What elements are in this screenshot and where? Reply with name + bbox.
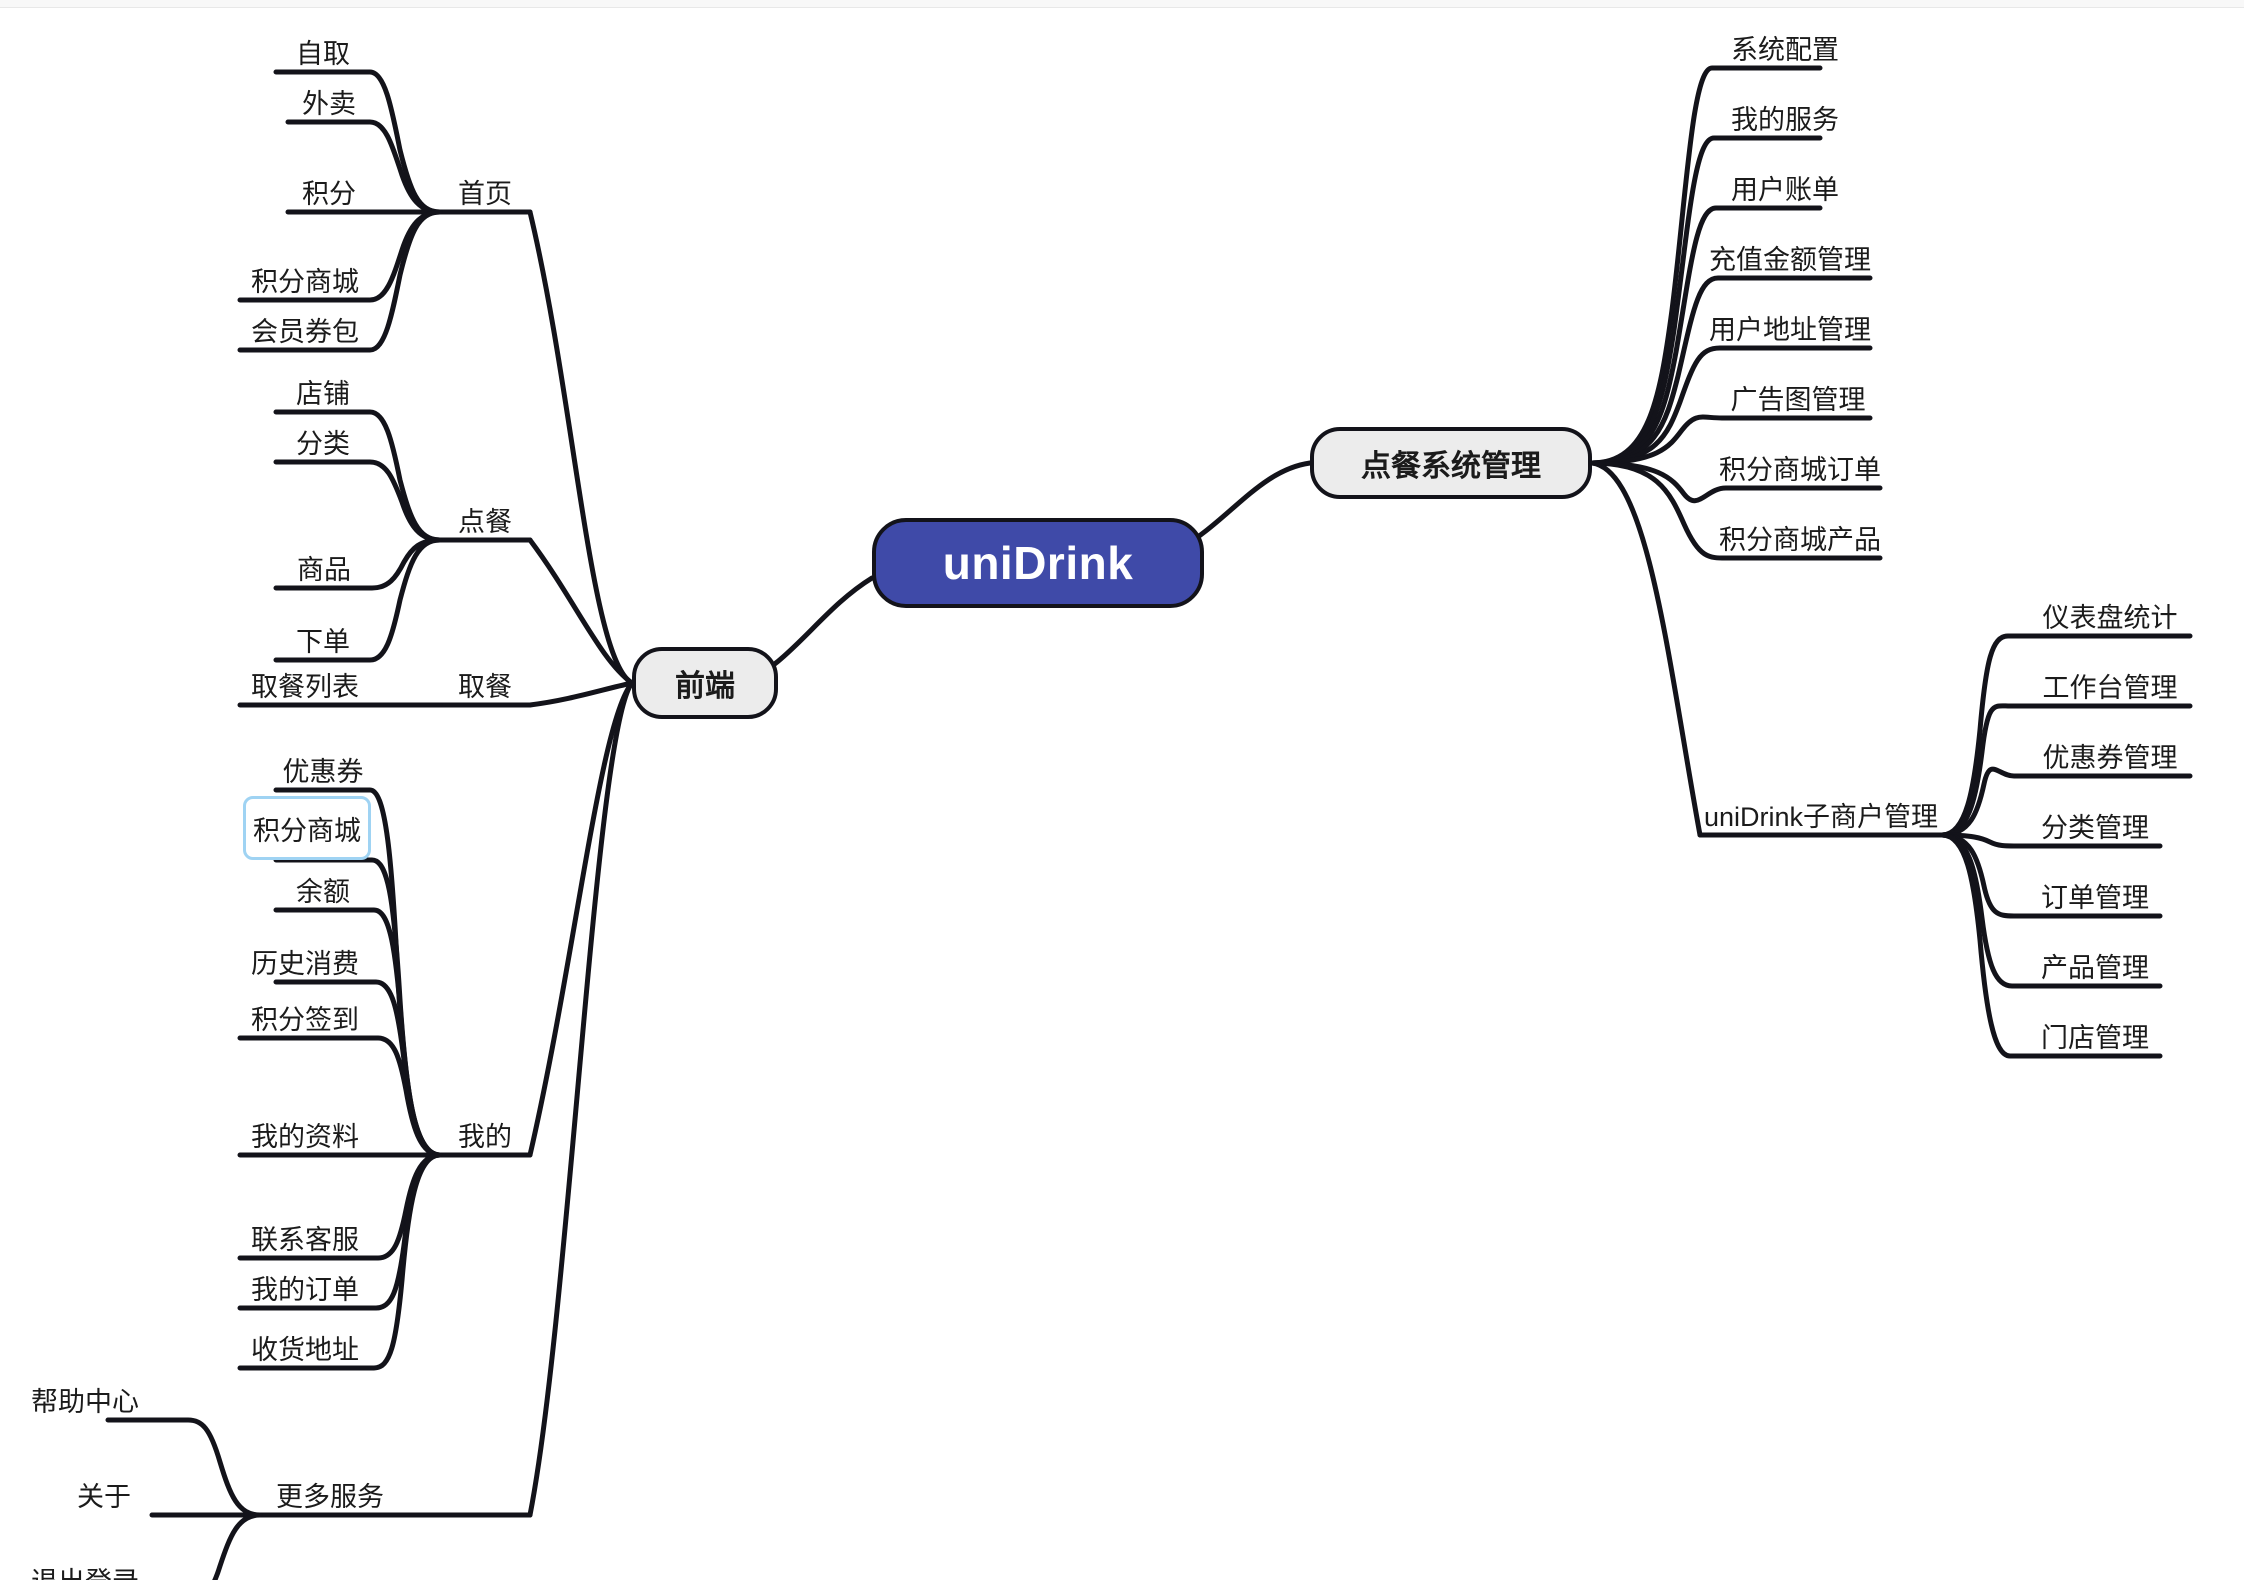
leaf-sub-2[interactable]: 优惠券管理 [2030, 734, 2190, 776]
leaf-order-1-label: 分类 [296, 428, 350, 459]
leaf-mine-0-label: 优惠券 [282, 756, 364, 787]
leaf-order-0[interactable]: 店铺 [276, 370, 370, 412]
leaf-home-3[interactable]: 积分商城 [240, 258, 370, 300]
leaf-pickup-0-label: 取餐列表 [251, 671, 359, 702]
group-label-pickup[interactable]: 取餐 [440, 663, 530, 705]
leaf-sub-0-label: 仪表盘统计 [2042, 602, 2178, 633]
leaf-sub-3-label: 分类管理 [2041, 812, 2149, 843]
leaf-mine-6[interactable]: 联系客服 [240, 1216, 370, 1258]
leaf-mine-4[interactable]: 积分签到 [240, 996, 370, 1038]
leaf-sub-1-label: 工作台管理 [2042, 672, 2178, 703]
leaf-mine-4-label: 积分签到 [251, 1004, 359, 1035]
leaf-sub-4-label: 订单管理 [2041, 882, 2149, 913]
group-label-mine-text: 我的 [458, 1121, 512, 1152]
leaf-home-2-label: 积分 [302, 178, 356, 209]
leaf-more-2-label: 退出登录 [31, 1560, 139, 1580]
leaf-mine-5-label: 我的资料 [251, 1121, 359, 1152]
leaf-admin-7[interactable]: 积分商城产品 [1719, 516, 1881, 558]
leaf-admin-6-label: 积分商城订单 [1719, 454, 1881, 485]
leaf-sub-2-label: 优惠券管理 [2042, 742, 2178, 773]
group-label-order-text: 点餐 [458, 506, 512, 537]
group-label-home[interactable]: 首页 [440, 170, 530, 212]
group-label-mine[interactable]: 我的 [440, 1113, 530, 1155]
leaf-mine-2-label: 余额 [296, 876, 350, 907]
branch-node-admin-label: 点餐系统管理 [1361, 450, 1541, 483]
group-label-more-text: 更多服务 [276, 1481, 384, 1512]
leaf-sub-5[interactable]: 产品管理 [2030, 944, 2160, 986]
leaf-admin-3-label: 充值金额管理 [1709, 244, 1871, 275]
group-label-submerchant-text: uniDrink子商户管理 [1703, 801, 1939, 832]
leaf-home-2[interactable]: 积分 [288, 170, 370, 212]
group-label-pickup-text: 取餐 [458, 671, 512, 702]
leaf-admin-1[interactable]: 我的服务 [1720, 96, 1850, 138]
leaf-mine-1-selected[interactable]: 积分商城 [243, 796, 371, 860]
leaf-mine-3[interactable]: 历史消费 [240, 940, 370, 982]
leaf-admin-3[interactable]: 充值金额管理 [1709, 236, 1871, 278]
leaf-mine-6-label: 联系客服 [251, 1224, 359, 1255]
leaf-sub-5-label: 产品管理 [2041, 952, 2149, 983]
root-node-unidrink[interactable]: uniDrink [872, 518, 1204, 608]
top-divider-bar [0, 0, 2244, 8]
leaf-admin-4-label: 用户地址管理 [1709, 314, 1871, 345]
leaf-admin-2-label: 用户账单 [1731, 174, 1839, 205]
leaf-home-0[interactable]: 自取 [276, 30, 370, 72]
leaf-more-0-label: 帮助中心 [31, 1386, 139, 1417]
group-label-order[interactable]: 点餐 [440, 498, 530, 540]
leaf-admin-5-label: 广告图管理 [1730, 384, 1866, 415]
leaf-mine-8[interactable]: 收货地址 [240, 1326, 370, 1368]
leaf-mine-5[interactable]: 我的资料 [240, 1113, 370, 1155]
leaf-order-2[interactable]: 商品 [276, 546, 372, 588]
leaf-home-1[interactable]: 外卖 [288, 80, 370, 122]
branch-node-admin[interactable]: 点餐系统管理 [1310, 427, 1592, 499]
leaf-admin-2[interactable]: 用户账单 [1720, 166, 1850, 208]
leaf-sub-1[interactable]: 工作台管理 [2030, 664, 2190, 706]
leaf-home-1-label: 外卖 [302, 88, 356, 119]
leaf-admin-4[interactable]: 用户地址管理 [1709, 306, 1871, 348]
branch-node-frontend[interactable]: 前端 [632, 647, 778, 719]
leaf-admin-6[interactable]: 积分商城订单 [1719, 446, 1881, 488]
leaf-more-2[interactable]: 退出登录 [20, 1558, 150, 1580]
leaf-order-2-label: 商品 [297, 554, 351, 585]
leaf-pickup-0[interactable]: 取餐列表 [240, 663, 370, 705]
leaf-home-4-label: 会员券包 [251, 316, 359, 347]
leaf-home-3-label: 积分商城 [251, 266, 359, 297]
leaf-mine-8-label: 收货地址 [251, 1334, 359, 1365]
leaf-home-4[interactable]: 会员券包 [240, 308, 370, 350]
leaf-more-1[interactable]: 关于 [58, 1473, 150, 1515]
leaf-order-0-label: 店铺 [296, 378, 350, 409]
leaf-order-1[interactable]: 分类 [276, 420, 370, 462]
leaf-admin-0[interactable]: 系统配置 [1720, 26, 1850, 68]
leaf-mine-0[interactable]: 优惠券 [276, 748, 370, 790]
root-node-label: uniDrink [942, 537, 1134, 589]
group-label-more[interactable]: 更多服务 [260, 1473, 400, 1515]
leaf-mine-7[interactable]: 我的订单 [240, 1266, 370, 1308]
leaf-more-1-label: 关于 [77, 1481, 131, 1512]
leaf-sub-0[interactable]: 仪表盘统计 [2030, 594, 2190, 636]
leaf-order-3-label: 下单 [296, 626, 350, 657]
leaf-mine-2[interactable]: 余额 [276, 868, 370, 910]
leaf-sub-3[interactable]: 分类管理 [2030, 804, 2160, 846]
group-label-submerchant[interactable]: uniDrink子商户管理 [1700, 793, 1942, 835]
leaf-more-0[interactable]: 帮助中心 [20, 1378, 150, 1420]
leaf-admin-1-label: 我的服务 [1731, 104, 1839, 135]
leaf-admin-5[interactable]: 广告图管理 [1726, 376, 1870, 418]
leaf-admin-0-label: 系统配置 [1731, 34, 1839, 65]
leaf-sub-6[interactable]: 门店管理 [2030, 1014, 2160, 1056]
leaf-admin-7-label: 积分商城产品 [1719, 524, 1881, 555]
leaf-home-0-label: 自取 [296, 38, 350, 69]
leaf-mine-3-label: 历史消费 [251, 948, 359, 979]
leaf-sub-4[interactable]: 订单管理 [2030, 874, 2160, 916]
leaf-mine-7-label: 我的订单 [251, 1274, 359, 1305]
leaf-order-3[interactable]: 下单 [276, 618, 370, 660]
leaf-sub-6-label: 门店管理 [2041, 1022, 2149, 1053]
leaf-mine-1-label: 积分商城 [253, 815, 361, 846]
branch-node-frontend-label: 前端 [675, 670, 735, 703]
group-label-home-text: 首页 [458, 178, 512, 209]
